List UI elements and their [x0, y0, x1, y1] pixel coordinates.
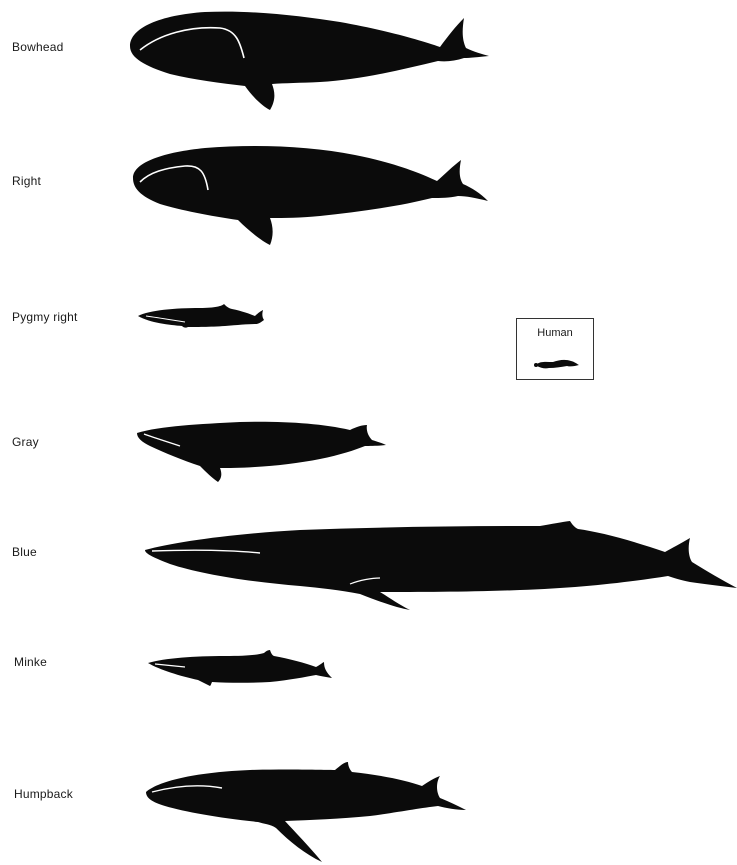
pygmy-right-whale-silhouette [138, 304, 264, 328]
gray-whale-silhouette [137, 422, 386, 482]
human-scale-box: Human [516, 318, 594, 380]
blue-whale-silhouette [145, 521, 737, 610]
right-whale-silhouette [133, 146, 488, 245]
bowhead-whale-silhouette [130, 12, 489, 110]
minke-whale-silhouette [148, 650, 332, 686]
human-figure-icon [517, 319, 595, 381]
humpback-whale-silhouette [146, 762, 466, 862]
